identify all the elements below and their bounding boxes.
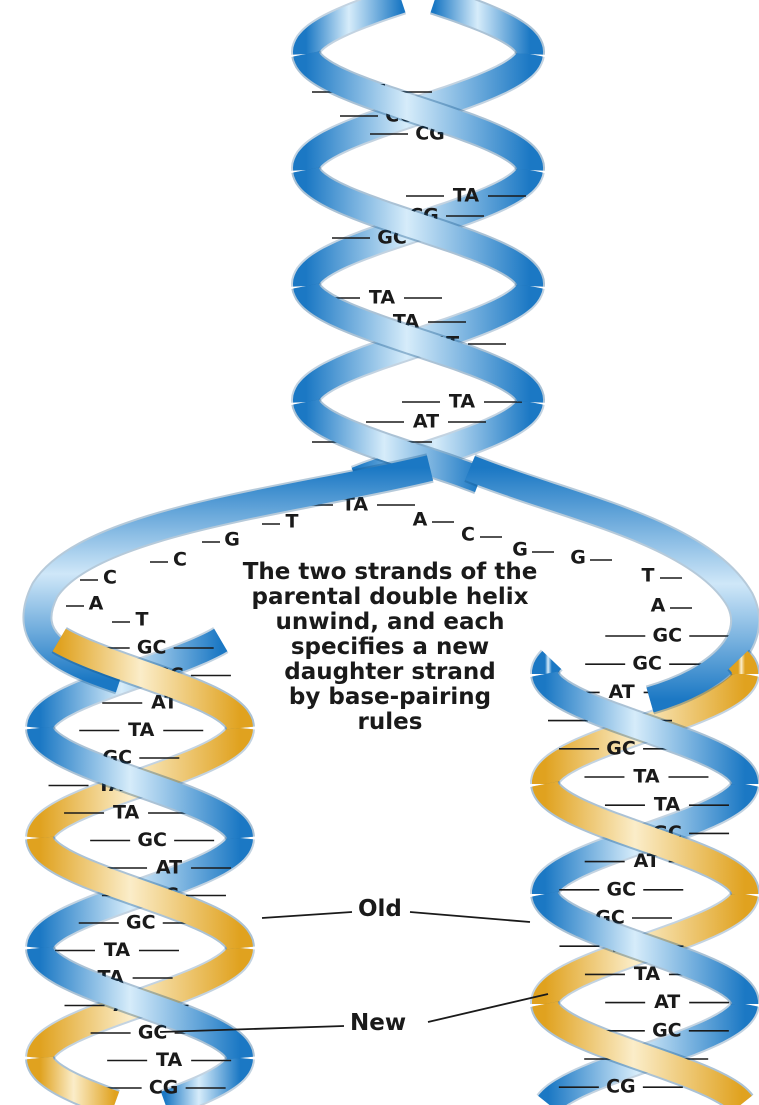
new-callout-line-right [428,994,548,1022]
unwound-right-base: T [642,565,655,587]
right-daughter-base-pair: GC [652,1019,682,1041]
unwound-left-base: T [136,609,149,631]
left-new-strand [40,1058,115,1104]
left-daughter-base-pair: GC [137,637,167,659]
unwound-left-base: A [89,593,104,615]
unwound-right-base: C [461,524,475,546]
parental-strand-a [435,0,530,54]
old-strand-label: Old [354,896,406,922]
unwound-left-base: C [103,567,117,589]
right-daughter-base-pair: TA [654,794,680,816]
front-strands [37,0,745,1104]
parental-base-pair: TA [449,391,475,413]
left-daughter-base-pair: GC [137,829,167,851]
right-daughter-base-pair: GC [606,737,636,759]
left-daughter-base-pair: CG [149,1077,179,1099]
unwound-right-base: A [413,509,428,531]
unwound-right-base: A [651,595,666,617]
parental-base-pair: TA [453,185,479,207]
right-daughter-base-pair: TA [633,766,659,788]
right-daughter-base-pair: GC [632,653,662,675]
new-strand-label: New [346,1010,410,1036]
old-callout-line-left [262,912,352,918]
unwound-left-base: T [286,511,299,533]
left-daughter-base-pair: TA [128,719,154,741]
replication-caption: The two strands of the parental double h… [200,560,580,735]
left-daughter-base-pair: TA [113,802,139,824]
right-daughter-base-pair: AT [609,681,635,703]
right-daughter-base-pair: GC [653,625,683,647]
unwound-left-base: C [173,549,187,571]
parental-base-pair: AT [413,411,439,433]
old-callout-line-right [410,912,530,922]
right-daughter-base-pair: CG [606,1076,636,1098]
right-daughter-base-pair: GC [606,878,636,900]
left-daughter-base-pair: TA [156,1049,182,1071]
left-daughter-base-pair: TA [104,939,130,961]
unwound-left-base: G [224,529,240,551]
left-daughter-base-pair: AT [156,857,182,879]
left-daughter-base-pair: GC [126,912,156,934]
right-daughter-base-pair: AT [654,991,680,1013]
parental-strand-b [306,0,401,54]
right-new-strand [738,660,745,674]
unwound-right-base: G [512,539,528,561]
parental-base-pair: TA [369,287,395,309]
